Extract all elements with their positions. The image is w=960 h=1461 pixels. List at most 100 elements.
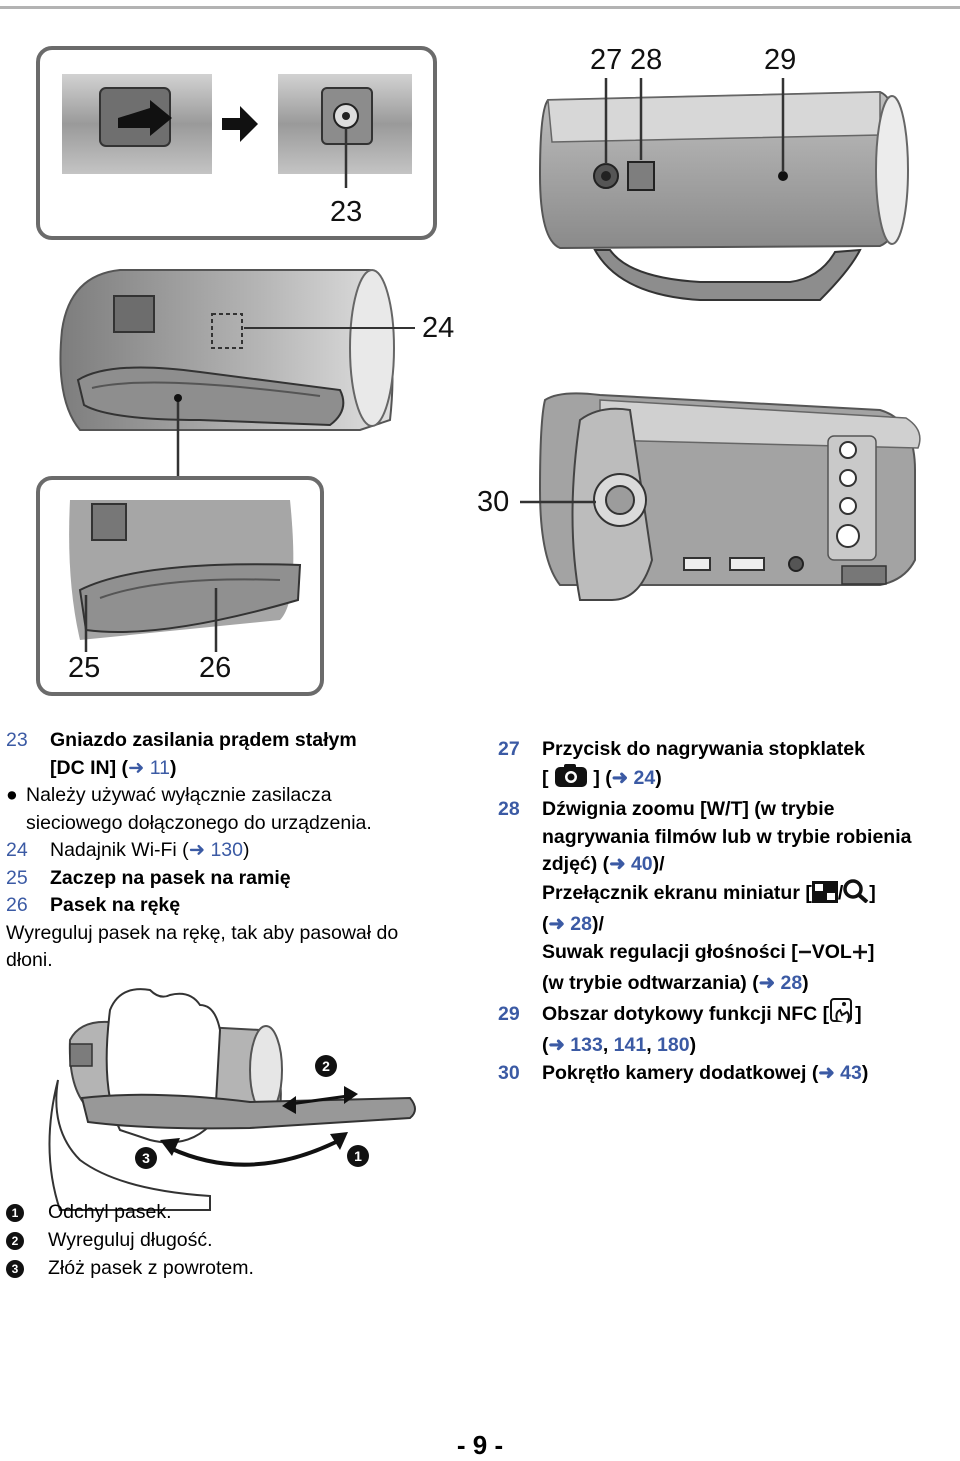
arrow-icon: ➜ bbox=[548, 1034, 565, 1056]
strap-detail-inset bbox=[36, 476, 324, 696]
arrow-icon: ➜ bbox=[818, 1061, 835, 1084]
list-item-23-line2: [DC IN] (➜ 11) bbox=[6, 755, 476, 783]
callout-23: 23 bbox=[330, 196, 363, 228]
step-item: 1 Odchyl pasek. bbox=[6, 1198, 254, 1226]
page-ref-link[interactable]: 43 bbox=[840, 1061, 862, 1084]
dc-in-detail-inset bbox=[36, 46, 437, 240]
item-text: )/ bbox=[591, 913, 604, 935]
item-text: nagrywania filmów lub w trybie robienia bbox=[542, 825, 912, 848]
item-text: ] ( bbox=[593, 766, 612, 789]
arrow-icon: ➜ bbox=[611, 766, 629, 789]
page-ref-link[interactable]: 180 bbox=[657, 1034, 690, 1056]
step-marker: 1 bbox=[6, 1204, 24, 1222]
page-number: - 9 - bbox=[456, 1430, 504, 1460]
item-text: VOL bbox=[811, 940, 852, 963]
list-item-29-line2: (➜ 133, 141, 180) bbox=[498, 1032, 958, 1060]
item-text: zdjęć) ( bbox=[542, 853, 610, 875]
step-marker: 3 bbox=[6, 1260, 24, 1278]
arrow-icon: ➜ bbox=[548, 913, 565, 935]
item-title: Pasek na rękę bbox=[50, 894, 181, 916]
paragraph-text: dłoni. bbox=[6, 949, 53, 971]
item-text: Suwak regulacji głośności [ bbox=[542, 940, 798, 963]
item-title: Zaczep na pasek na ramię bbox=[50, 866, 291, 889]
item-text: ] bbox=[855, 1002, 862, 1025]
page-ref-link[interactable]: 28 bbox=[570, 913, 592, 935]
callout-30: 30 bbox=[477, 486, 510, 518]
item-text: ( bbox=[542, 1034, 549, 1056]
page-ref-link[interactable]: 133 bbox=[570, 1034, 603, 1056]
item-title: Pokrętło kamery dodatkowej ( bbox=[542, 1061, 819, 1084]
page-ref-link[interactable]: 141 bbox=[613, 1034, 647, 1056]
step-text: Odchyl pasek. bbox=[48, 1201, 172, 1223]
strap-marker-2: 2 bbox=[322, 1058, 330, 1074]
item-number: 30 bbox=[498, 1061, 520, 1084]
list-item-28-line6: Suwak regulacji głośności [ VOL] bbox=[498, 939, 958, 971]
list-item-28-line5: (➜ 28)/ bbox=[498, 911, 958, 939]
strap-instruction: Wyreguluj pasek na rękę, tak aby pasował… bbox=[6, 920, 476, 948]
page-ref-link[interactable]: 40 bbox=[630, 853, 653, 875]
item-text: , bbox=[602, 1034, 614, 1056]
list-item-28-line4: Przełącznik ekranu miniatur [ /] bbox=[498, 878, 958, 912]
item-title: Dźwignia zoomu [W/T] (w trybie bbox=[542, 798, 835, 820]
item-text: ) bbox=[802, 972, 809, 994]
arrow-icon: ➜ bbox=[127, 756, 145, 779]
item-text: , bbox=[646, 1034, 658, 1056]
item-number: 24 bbox=[6, 839, 28, 861]
list-item-28-line2: nagrywania filmów lub w trybie robienia bbox=[498, 824, 958, 852]
callout-27: 27 bbox=[590, 44, 623, 76]
note-text: sieciowego dołączonego do urządzenia. bbox=[26, 811, 372, 834]
item-text: / bbox=[837, 881, 844, 904]
nfc-touch-icon bbox=[829, 997, 855, 1033]
note-text: Należy używać wyłącznie zasilacza bbox=[26, 784, 332, 806]
item-number: 29 bbox=[498, 1002, 520, 1025]
page-ref-link[interactable]: 24 bbox=[633, 766, 656, 789]
item-text: [DC IN] ( bbox=[50, 756, 128, 779]
item-text: ) bbox=[689, 1034, 697, 1056]
callout-24: 24 bbox=[422, 312, 455, 344]
item-number: 28 bbox=[498, 798, 520, 820]
page-ref-link[interactable]: 130 bbox=[210, 839, 243, 861]
strap-marker-3: 3 bbox=[142, 1150, 150, 1166]
page-ref-link[interactable]: 11 bbox=[149, 756, 170, 779]
callout-25: 25 bbox=[68, 652, 101, 684]
item-number: 23 bbox=[6, 729, 28, 751]
arrow-icon: ➜ bbox=[758, 972, 776, 994]
list-item-23: 23 Gniazdo zasilania prądem stałym bbox=[6, 727, 476, 755]
strap-marker-1: 1 bbox=[354, 1148, 362, 1164]
list-item-28-line3: zdjęć) (➜ 40)/ bbox=[498, 851, 958, 879]
callout-29: 29 bbox=[764, 44, 797, 76]
item-title: Gniazdo zasilania prądem stałym bbox=[50, 729, 357, 751]
item-text: ) bbox=[861, 1061, 869, 1084]
left-description-list: 23 Gniazdo zasilania prądem stałym [DC IN… bbox=[6, 727, 476, 975]
camera-top-view bbox=[538, 78, 909, 301]
item-text: ] bbox=[869, 881, 876, 904]
item-text: [ bbox=[542, 766, 549, 789]
item-text: Przełącznik ekranu miniatur [ bbox=[542, 881, 812, 904]
item-number: 27 bbox=[498, 738, 520, 760]
item-text: )/ bbox=[652, 853, 665, 875]
callout-26: 26 bbox=[199, 652, 232, 684]
arrow-icon: ➜ bbox=[188, 839, 206, 861]
list-item-28: 28 Dźwignia zoomu [W/T] (w trybie bbox=[498, 796, 958, 824]
plus-icon bbox=[852, 942, 868, 971]
item-text: ) bbox=[655, 766, 662, 789]
step-marker: 2 bbox=[6, 1232, 24, 1250]
top-rule bbox=[0, 6, 960, 9]
list-item-30: 30 Pokrętło kamery dodatkowej (➜ 43) bbox=[498, 1060, 958, 1088]
item-title: Przycisk do nagrywania stopklatek bbox=[542, 738, 865, 760]
item-text: ] bbox=[867, 940, 875, 963]
thumbnail-grid-icon bbox=[811, 880, 838, 912]
minus-icon bbox=[798, 942, 812, 971]
page-ref-link[interactable]: 28 bbox=[780, 972, 803, 994]
list-item-27: 27 Przycisk do nagrywania stopklatek bbox=[498, 736, 958, 764]
arrow-icon: ➜ bbox=[609, 853, 626, 875]
right-description-list: 27 Przycisk do nagrywania stopklatek [ ] … bbox=[498, 736, 958, 1087]
paragraph-text: Wyreguluj pasek na rękę, tak aby pasował… bbox=[6, 921, 399, 944]
item-text: ( bbox=[542, 913, 549, 935]
